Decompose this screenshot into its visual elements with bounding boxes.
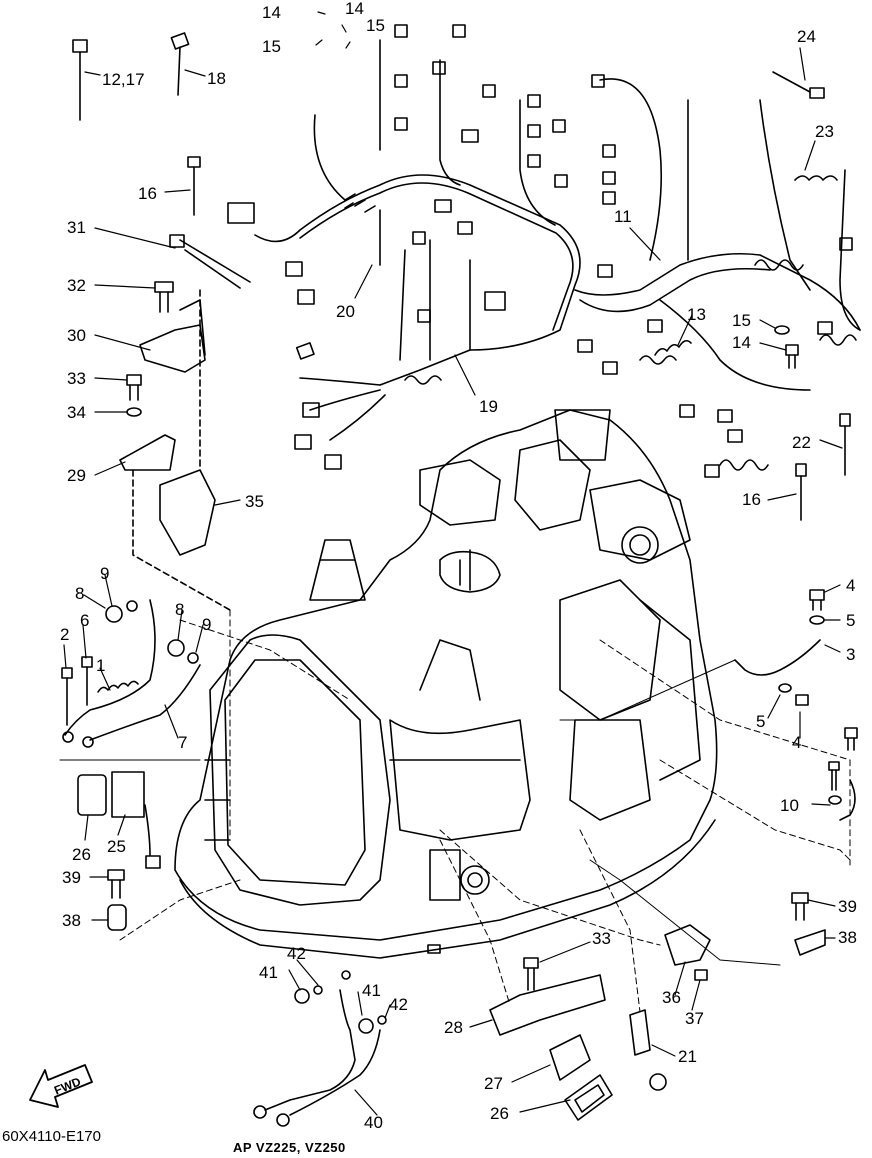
model-applicability: AP VZ225, VZ250 xyxy=(233,1140,346,1155)
callout-5: 5 xyxy=(756,712,766,731)
callout-34: 34 xyxy=(67,403,86,422)
callout-8: 8 xyxy=(175,600,185,619)
callout-26: 26 xyxy=(72,845,91,864)
callout-31: 31 xyxy=(67,218,86,237)
callout-24: 24 xyxy=(797,27,816,46)
callout-40: 40 xyxy=(364,1113,383,1132)
callout-14: 14 xyxy=(345,0,364,18)
callout-18: 18 xyxy=(207,69,226,88)
callout-15: 15 xyxy=(732,311,751,330)
left-side-parts xyxy=(61,32,825,931)
guide-lines xyxy=(119,609,851,1013)
callout-8: 8 xyxy=(75,584,85,603)
callout-39: 39 xyxy=(838,897,857,916)
right-side-parts xyxy=(654,175,858,981)
callout-15: 15 xyxy=(366,16,385,35)
callout-11: 11 xyxy=(614,207,632,226)
fwd-label: FWD xyxy=(52,1074,83,1097)
callout-25: 25 xyxy=(107,837,126,856)
engine-block xyxy=(174,409,718,959)
callout-42: 42 xyxy=(389,995,408,1014)
callout-19: 19 xyxy=(479,397,498,416)
callout-23: 23 xyxy=(815,122,834,141)
callout-28: 28 xyxy=(444,1018,463,1037)
callout-29: 29 xyxy=(67,466,86,485)
callout-21: 21 xyxy=(678,1047,697,1066)
callout-37: 37 xyxy=(685,1009,704,1028)
callout-35: 35 xyxy=(245,492,264,511)
callout-10: 10 xyxy=(780,796,799,815)
callout-33: 33 xyxy=(592,929,611,948)
callout-27: 27 xyxy=(484,1074,503,1093)
bottom-parts xyxy=(253,957,667,1127)
callout-32: 32 xyxy=(67,276,86,295)
callout-38: 38 xyxy=(838,928,857,947)
callout-33: 33 xyxy=(67,369,86,388)
callout-4: 4 xyxy=(846,576,856,595)
callout-20: 20 xyxy=(336,302,355,321)
callout-15: 15 xyxy=(262,37,281,56)
callout-16: 16 xyxy=(138,184,157,203)
callout-4: 4 xyxy=(792,733,802,752)
callout-1: 1 xyxy=(96,656,106,675)
wire-harness-main xyxy=(254,39,861,471)
callout-41: 41 xyxy=(259,963,278,982)
callout-30: 30 xyxy=(67,326,86,345)
callout-14: 14 xyxy=(262,3,281,22)
callout-26: 26 xyxy=(490,1104,509,1123)
callout-7: 7 xyxy=(178,733,188,752)
callout-41: 41 xyxy=(362,981,381,1000)
callout-2: 2 xyxy=(60,625,70,644)
callout-36: 36 xyxy=(662,988,681,1007)
fwd-arrow-icon: FWD xyxy=(29,1064,93,1108)
callout-38: 38 xyxy=(62,911,81,930)
callout-9: 9 xyxy=(100,564,110,583)
callout-39: 39 xyxy=(62,868,81,887)
callout-14: 14 xyxy=(732,333,751,352)
guide-lines-solid xyxy=(59,659,781,966)
callout-3: 3 xyxy=(846,645,856,664)
callout-5: 5 xyxy=(846,611,856,630)
diagram-code: 60X4110-E170 xyxy=(2,1128,101,1145)
callout-13: 13 xyxy=(687,305,706,324)
callout-6: 6 xyxy=(80,611,90,630)
connectors xyxy=(227,24,853,478)
callout-22: 22 xyxy=(792,433,811,452)
callout-42: 42 xyxy=(287,944,306,963)
callout-12-17: 12,17 xyxy=(102,70,145,89)
callout-16: 16 xyxy=(742,490,761,509)
callout-9: 9 xyxy=(202,615,212,634)
leader-lines xyxy=(63,11,843,1116)
